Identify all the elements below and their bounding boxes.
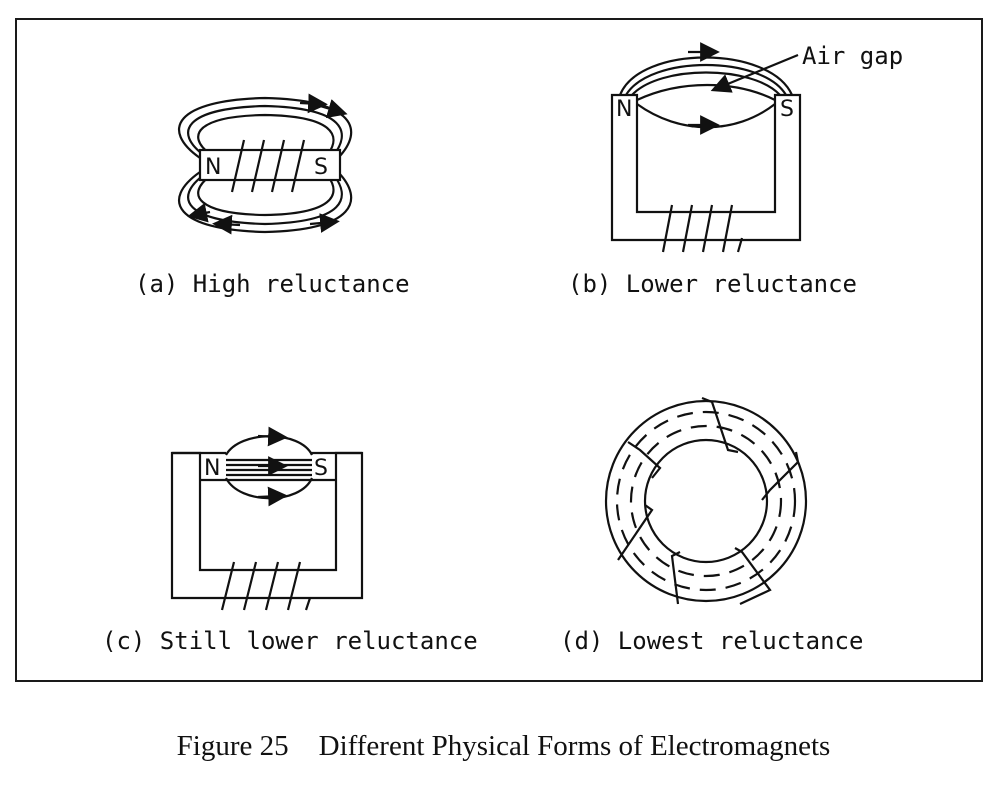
panel-a-flux-line: [197, 175, 335, 217]
panel-b-flux-line: [636, 103, 776, 129]
panel-b-callout-pointer: [710, 53, 799, 93]
panel-d-flux-path: [615, 410, 797, 592]
panel-b-callout: Air gap: [802, 42, 903, 70]
panel-c-flux-line: [225, 435, 313, 456]
panel-b-core: [610, 93, 802, 242]
panel-b-flux-line: [625, 64, 787, 96]
panel-c-coil: [220, 561, 312, 611]
panel-a-label: (a) High reluctance: [135, 270, 410, 298]
panel-d-toroid-magnet: [604, 396, 808, 605]
panel-a-flux-line: [178, 96, 353, 159]
panel-d-flux-path: [629, 424, 783, 578]
panel-a-pole-north: N: [205, 155, 221, 180]
panel-b-label: (b) Lower reluctance: [568, 270, 857, 298]
panel-a-pole-south: S: [314, 155, 328, 180]
figure-number: Figure 25: [176, 730, 289, 762]
figure-caption: Figure 25 Different Physical Forms of Ele…: [0, 730, 1007, 763]
panel-a-flux-line: [187, 104, 343, 157]
panel-d-coil: [734, 547, 772, 605]
panel-d-toroid-outer: [604, 399, 808, 603]
panel-c-pole-south: S: [314, 456, 328, 481]
panel-b-coil: [661, 204, 744, 253]
panel-d-coil: [670, 551, 681, 605]
panel-a-bar: [198, 148, 342, 182]
panel-c-label: (c) Still lower reluctance: [102, 627, 478, 655]
panel-b-flux-line: [618, 56, 794, 96]
figure-title: Different Physical Forms of Electromagne…: [318, 730, 831, 762]
panel-b-pole-north: N: [616, 97, 632, 122]
panel-c-closed-core-magnet: [170, 426, 364, 611]
panel-d-label: (d) Lowest reluctance: [560, 627, 863, 655]
panel-b-pole-south: S: [780, 97, 794, 122]
panel-a-bar-magnet: [178, 93, 353, 235]
panel-d-coil: [761, 451, 800, 501]
panel-c-pole-north: N: [204, 456, 220, 481]
panel-d-coil: [617, 504, 654, 561]
panel-a-flux-line: [187, 173, 343, 226]
panel-a-coil: [230, 139, 306, 193]
panel-b-flux-line: [636, 83, 776, 101]
panel-b-horseshoe-magnet: [610, 42, 802, 253]
panel-d-toroid-inner: [643, 438, 769, 564]
panel-d-coil: [627, 441, 662, 479]
panel-a-flux-line: [197, 113, 335, 155]
panel-d-coil: [701, 396, 739, 454]
panel-b-flux-line: [631, 71, 781, 96]
panel-a-flux-line: [178, 171, 353, 234]
